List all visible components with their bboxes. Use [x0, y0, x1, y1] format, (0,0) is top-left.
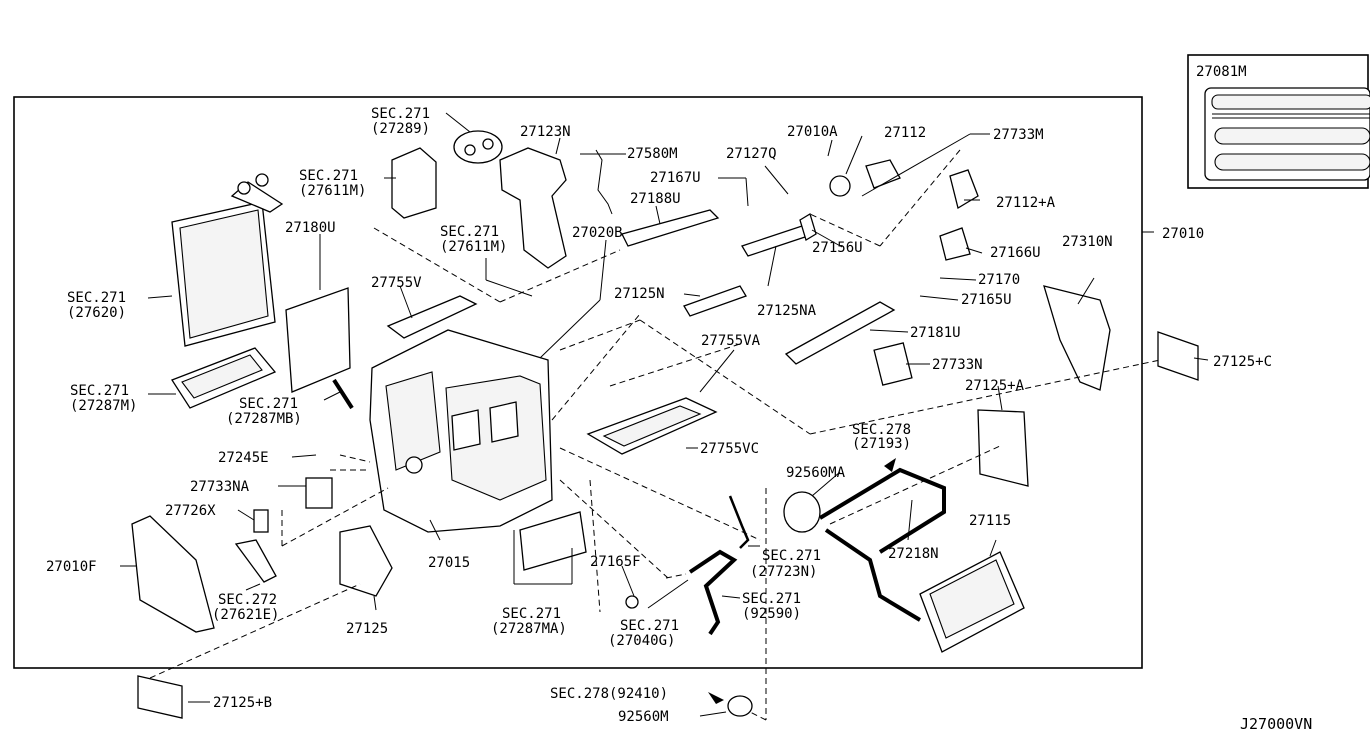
evaporator-27620-illustration: [171, 173, 284, 347]
label-sec271-27289: SEC.271(27289): [371, 106, 430, 137]
label-27125A: 27125+A: [965, 378, 1025, 394]
clip-27165F-illustration: [625, 595, 639, 609]
label-27010F: 27010F: [46, 559, 97, 575]
label-27188U: 27188U: [630, 191, 681, 207]
leader-lines: [120, 112, 1209, 717]
label-27010A: 27010A: [787, 124, 838, 140]
motor-92560M-illustration: [727, 695, 753, 717]
part-labels: SEC.271(27289) 27123N 27580M 27010A 2711…: [46, 64, 1312, 733]
label-sec271-27723N: SEC.271(27723N): [750, 548, 821, 580]
part-27156U-illustration: [799, 213, 817, 241]
label-27180U: 27180U: [285, 220, 336, 236]
arrow-92410-icon: [708, 692, 724, 704]
label-27125NA: 27125NA: [757, 303, 817, 319]
label-27156U: 27156U: [812, 240, 863, 256]
label-27112: 27112: [884, 125, 926, 141]
hose-92590-illustration: [688, 549, 738, 636]
label-27218N: 27218N: [888, 546, 939, 562]
label-27580M: 27580M: [627, 146, 678, 162]
filter-27287M-illustration: [171, 347, 277, 409]
label-sec272-27621E: SEC.272(27621E): [212, 592, 279, 623]
cover-27180U-illustration: [285, 287, 351, 393]
label-27115: 27115: [969, 513, 1011, 529]
label-sec278-92410: SEC.278(92410): [550, 686, 668, 702]
evaporator-27115-illustration: [818, 467, 1025, 653]
motor-92560MA-illustration: [783, 491, 821, 533]
label-27755VA: 27755VA: [701, 333, 761, 349]
vent-27125B-illustration: [137, 675, 183, 719]
label-27755VC: 27755VC: [700, 441, 759, 457]
actuator-27733NA-illustration: [305, 477, 333, 509]
label-27123N: 27123N: [520, 124, 571, 140]
filter-27287MA-illustration: [519, 511, 587, 571]
label-sec271-27287M: SEC.271(27287M): [70, 383, 137, 414]
cover-27010F-illustration: [131, 515, 215, 633]
label-27020B: 27020B: [572, 225, 623, 241]
label-27167U: 27167U: [650, 170, 701, 186]
label-92560M: 92560M: [618, 709, 669, 725]
wiring-27580M-illustration: [595, 149, 613, 215]
diagram-code: J27000VN: [1240, 715, 1312, 733]
seal-27755V-illustration: [386, 295, 478, 339]
label-sec271-27287MB: SEC.271(27287MB): [226, 396, 302, 427]
label-sec271-92590: SEC.271(92590): [742, 591, 801, 622]
part-27289-illustration: [453, 130, 503, 164]
duct-27125A-illustration: [977, 409, 1029, 487]
label-sec271-27611M-a: SEC.271(27611M): [299, 168, 366, 199]
part-27181U-illustration: [784, 301, 896, 365]
label-27112A: 27112+A: [996, 195, 1056, 211]
label-27125C: 27125+C: [1213, 354, 1272, 370]
seal-27755VC-illustration: [586, 397, 718, 455]
part-27081M-illustration: [1204, 87, 1370, 181]
hose-27723N-illustration: [728, 495, 750, 549]
label-27733NA: 27733NA: [190, 479, 250, 495]
label-27245E: 27245E: [218, 450, 269, 466]
dashed-lines: [149, 149, 1161, 721]
label-sec271-27287MA: SEC.271(27287MA): [491, 606, 567, 637]
arrow-27193-icon: [884, 458, 896, 472]
label-sec278-27193: SEC.278(27193): [852, 422, 911, 452]
label-27125N: 27125N: [614, 286, 665, 302]
label-27755V: 27755V: [371, 275, 422, 291]
label-27015: 27015: [428, 555, 470, 571]
duct-27310N-illustration: [1043, 285, 1111, 391]
duct-27123N-illustration: [499, 147, 567, 269]
label-27010: 27010: [1162, 226, 1204, 242]
label-27127Q: 27127Q: [726, 146, 777, 162]
label-sec271-27040G: SEC.271(27040G): [608, 618, 679, 649]
duct-27621E-illustration: [234, 539, 277, 583]
duct-27125-illustration: [339, 525, 393, 597]
label-27165F: 27165F: [590, 554, 641, 570]
vent-27125C-illustration: [1157, 331, 1199, 381]
label-92560MA: 92560MA: [786, 465, 846, 481]
bracket-27166U-illustration: [939, 227, 971, 261]
label-27181U: 27181U: [910, 325, 961, 341]
label-27165U: 27165U: [961, 292, 1012, 308]
label-27125B: 27125+B: [213, 695, 272, 711]
label-27166U: 27166U: [990, 245, 1041, 261]
actuator-27112-illustration: [829, 159, 979, 210]
label-27733M: 27733M: [993, 127, 1044, 143]
label-27310N: 27310N: [1062, 234, 1113, 250]
actuator-27733N-illustration: [873, 342, 913, 386]
label-27170: 27170: [978, 272, 1020, 288]
heater-unit-27015-illustration: [369, 329, 553, 533]
label-27733N: 27733N: [932, 357, 983, 373]
rod-27287MB-illustration: [332, 378, 354, 410]
label-27081M: 27081M: [1196, 64, 1247, 80]
part-27188U-illustration: [621, 209, 720, 247]
sensor-27726X-illustration: [253, 509, 269, 533]
label-sec271-27620: SEC.271(27620): [67, 290, 126, 321]
part-27125N-illustration: [683, 285, 747, 317]
label-sec271-27611M-b: SEC.271(27611M): [440, 224, 507, 255]
filter-27611M-illustration: [391, 147, 437, 219]
label-27726X: 27726X: [165, 503, 216, 519]
label-27125: 27125: [346, 621, 388, 637]
main-assembly-frame: [13, 96, 1143, 669]
